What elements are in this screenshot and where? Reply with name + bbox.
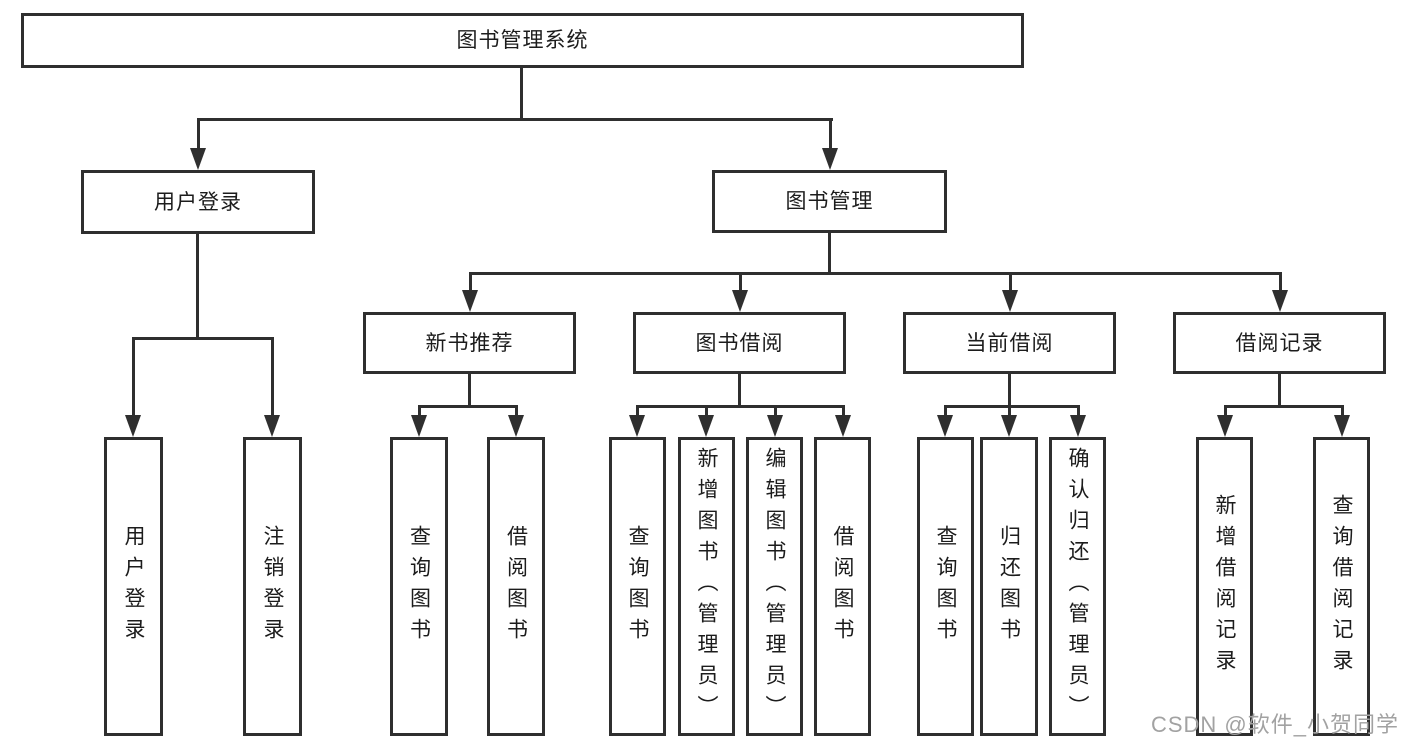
connector-line-root-split bbox=[520, 68, 523, 121]
arrowhead-icon bbox=[264, 415, 280, 437]
connector-line-new-book-recommend-split bbox=[418, 405, 518, 408]
node-label-logout: 注销登录 bbox=[261, 524, 284, 649]
node-current-borrowing: 当前借阅 bbox=[903, 312, 1116, 374]
connector-line-current-borrowing-split bbox=[944, 405, 1080, 408]
node-query-borrow-record: 查询借阅记录 bbox=[1313, 437, 1370, 736]
connector-line-user-login-split bbox=[132, 337, 274, 340]
connector-line-user-login-split bbox=[196, 234, 199, 340]
arrow-shaft-current-borrowing-split bbox=[1077, 405, 1080, 415]
connector-line-book-borrowing-split bbox=[738, 374, 741, 407]
arrow-shaft-user-login-split bbox=[271, 337, 274, 415]
arrow-shaft-book-borrowing-split bbox=[636, 405, 639, 415]
node-label-query-books-recommend: 查询图书 bbox=[407, 524, 431, 649]
arrow-shaft-user-login-split bbox=[132, 337, 135, 415]
arrow-shaft-new-book-recommend-split bbox=[515, 405, 518, 415]
node-label-book-borrowing: 图书借阅 bbox=[695, 331, 784, 355]
node-label-user-login-group: 用户登录 bbox=[154, 190, 242, 214]
arrowhead-icon bbox=[1217, 415, 1233, 437]
arrow-shaft-root-split bbox=[829, 118, 832, 148]
arrow-shaft-current-borrowing-split bbox=[1008, 405, 1011, 415]
node-add-books-admin: 新增图书（管理员） bbox=[678, 437, 735, 736]
arrowhead-icon bbox=[508, 415, 524, 437]
arrowhead-icon bbox=[698, 415, 714, 437]
connector-line-new-book-recommend-split bbox=[468, 374, 471, 407]
arrowhead-icon bbox=[190, 148, 206, 170]
connector-line-current-borrowing-split bbox=[1008, 374, 1011, 407]
arrowhead-icon bbox=[1070, 415, 1086, 437]
node-new-book-recommend: 新书推荐 bbox=[363, 312, 576, 374]
node-label-confirm-return-admin: 确认归还（管理员） bbox=[1066, 447, 1089, 726]
node-edit-books-admin: 编辑图书（管理员） bbox=[746, 437, 803, 736]
arrow-shaft-book-management-split bbox=[1279, 272, 1282, 290]
connector-line-book-management-split bbox=[469, 272, 1282, 275]
node-borrow-books-recommend: 借阅图书 bbox=[487, 437, 545, 736]
node-label-new-book-recommend: 新书推荐 bbox=[425, 331, 514, 355]
node-label-query-borrow-record: 查询借阅记录 bbox=[1330, 493, 1353, 680]
arrowhead-icon bbox=[1334, 415, 1350, 437]
node-borrow-books: 借阅图书 bbox=[814, 437, 871, 736]
arrow-shaft-book-borrowing-split bbox=[842, 405, 845, 415]
node-label-return-books: 归还图书 bbox=[997, 524, 1021, 649]
arrow-shaft-book-management-split bbox=[1009, 272, 1012, 290]
arrow-shaft-book-management-split bbox=[739, 272, 742, 290]
node-label-edit-books-admin: 编辑图书（管理员） bbox=[763, 447, 786, 726]
node-book-management: 图书管理 bbox=[712, 170, 947, 233]
arrowhead-icon bbox=[125, 415, 141, 437]
arrowhead-icon bbox=[1001, 415, 1017, 437]
node-label-borrowing-records: 借阅记录 bbox=[1235, 331, 1324, 355]
arrow-shaft-book-borrowing-split bbox=[705, 405, 708, 415]
node-confirm-return-admin: 确认归还（管理员） bbox=[1049, 437, 1106, 736]
node-query-books-current: 查询图书 bbox=[917, 437, 974, 736]
connector-line-borrowing-records-split bbox=[1224, 405, 1344, 408]
node-user-login-group: 用户登录 bbox=[81, 170, 315, 234]
node-book-borrowing: 图书借阅 bbox=[633, 312, 846, 374]
arrowhead-icon bbox=[835, 415, 851, 437]
node-query-books-recommend: 查询图书 bbox=[390, 437, 448, 736]
node-label-root: 图书管理系统 bbox=[456, 29, 589, 52]
arrow-shaft-book-management-split bbox=[469, 272, 472, 290]
node-root: 图书管理系统 bbox=[21, 13, 1024, 68]
arrowhead-icon bbox=[732, 290, 748, 312]
node-return-books: 归还图书 bbox=[980, 437, 1038, 736]
arrowhead-icon bbox=[1002, 290, 1018, 312]
node-label-query-books-current: 查询图书 bbox=[934, 524, 957, 649]
node-label-borrow-books: 借阅图书 bbox=[831, 524, 854, 649]
arrow-shaft-borrowing-records-split bbox=[1341, 405, 1344, 415]
node-borrowing-records: 借阅记录 bbox=[1173, 312, 1386, 374]
arrow-shaft-book-borrowing-split bbox=[774, 405, 777, 415]
node-label-book-management: 图书管理 bbox=[785, 190, 874, 213]
arrowhead-icon bbox=[629, 415, 645, 437]
node-label-query-books-borrowing: 查询图书 bbox=[626, 524, 649, 649]
node-query-books-borrowing: 查询图书 bbox=[609, 437, 666, 736]
node-user-login: 用户登录 bbox=[104, 437, 163, 736]
arrow-shaft-current-borrowing-split bbox=[944, 405, 947, 415]
node-label-user-login: 用户登录 bbox=[122, 524, 145, 649]
arrowhead-icon bbox=[462, 290, 478, 312]
arrowhead-icon bbox=[1272, 290, 1288, 312]
connector-line-borrowing-records-split bbox=[1278, 374, 1281, 407]
node-add-borrow-record: 新增借阅记录 bbox=[1196, 437, 1253, 736]
connector-line-book-management-split bbox=[828, 233, 831, 275]
node-label-current-borrowing: 当前借阅 bbox=[965, 331, 1054, 355]
node-label-add-books-admin: 新增图书（管理员） bbox=[695, 447, 718, 726]
arrow-shaft-root-split bbox=[197, 118, 200, 148]
node-label-borrow-books-recommend: 借阅图书 bbox=[504, 524, 528, 649]
arrowhead-icon bbox=[822, 148, 838, 170]
node-label-add-borrow-record: 新增借阅记录 bbox=[1213, 493, 1236, 680]
arrow-shaft-borrowing-records-split bbox=[1224, 405, 1227, 415]
arrowhead-icon bbox=[411, 415, 427, 437]
arrowhead-icon bbox=[767, 415, 783, 437]
arrow-shaft-new-book-recommend-split bbox=[418, 405, 421, 415]
connector-line-root-split bbox=[197, 118, 833, 121]
node-logout: 注销登录 bbox=[243, 437, 302, 736]
arrowhead-icon bbox=[937, 415, 953, 437]
connector-line-book-borrowing-split bbox=[636, 405, 845, 408]
